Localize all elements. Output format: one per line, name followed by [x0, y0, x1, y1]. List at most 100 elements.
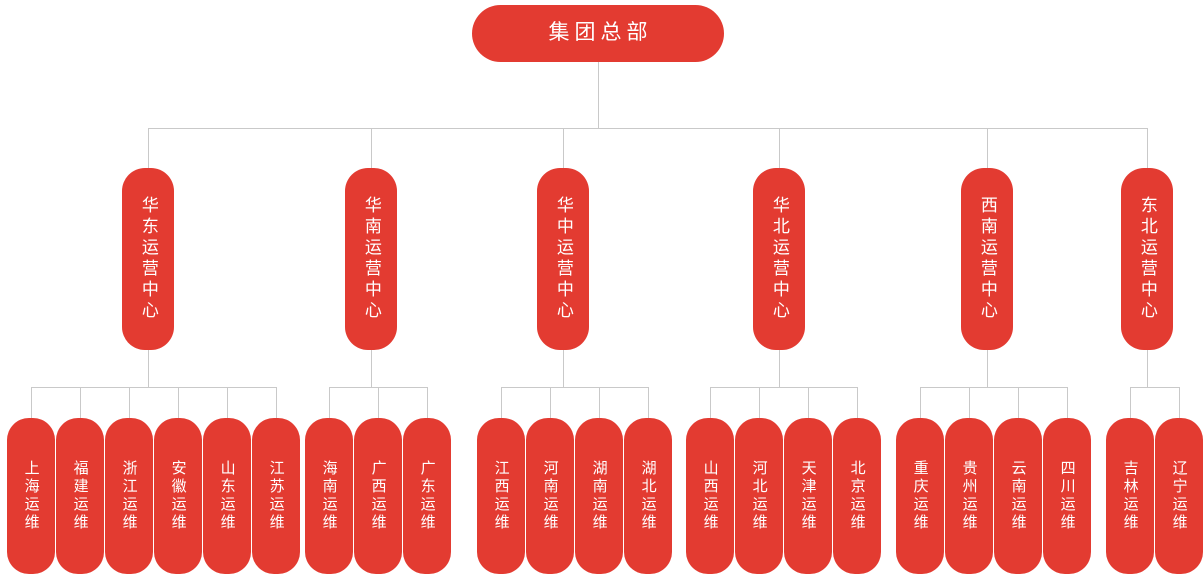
leaf-node-hainan-label: 海南运维 — [320, 460, 338, 532]
branch-drop-connector-northeast-china — [1147, 350, 1148, 387]
root-stem-connector — [598, 62, 599, 128]
branch-drop-connector-north-china — [779, 350, 780, 387]
branch-node-east-china[interactable]: 华东运营中心 — [122, 168, 174, 350]
child-bus-connector-north-china — [710, 387, 857, 388]
child-bus-connector-northeast-china — [1130, 387, 1179, 388]
child-stem-connector-tianjin — [808, 387, 809, 418]
leaf-node-shandong-label: 山东运维 — [218, 460, 236, 532]
leaf-node-yunnan[interactable]: 云南运维 — [994, 418, 1042, 574]
branch-node-northeast-china-label: 东北运营中心 — [1137, 196, 1157, 322]
leaf-node-hainan[interactable]: 海南运维 — [305, 418, 353, 574]
child-stem-connector-hubei — [648, 387, 649, 418]
leaf-node-shanghai[interactable]: 上海运维 — [7, 418, 55, 574]
child-stem-connector-hunan — [599, 387, 600, 418]
child-stem-connector-liaoning — [1179, 387, 1180, 418]
leaf-node-jilin[interactable]: 吉林运维 — [1106, 418, 1154, 574]
leaf-node-beijing[interactable]: 北京运维 — [833, 418, 881, 574]
child-stem-connector-fujian — [80, 387, 81, 418]
leaf-node-yunnan-label: 云南运维 — [1009, 460, 1027, 532]
leaf-node-jilin-label: 吉林运维 — [1121, 460, 1139, 532]
leaf-node-anhui[interactable]: 安徽运维 — [154, 418, 202, 574]
leaf-node-tianjin-label: 天津运维 — [799, 460, 817, 532]
leaf-node-shanxi-label: 山西运维 — [701, 460, 719, 532]
leaf-node-jiangsu[interactable]: 江苏运维 — [252, 418, 300, 574]
branch-drop-connector-south-china — [371, 350, 372, 387]
leaf-node-liaoning[interactable]: 辽宁运维 — [1155, 418, 1203, 574]
leaf-node-fujian[interactable]: 福建运维 — [56, 418, 104, 574]
branch-node-south-china-label: 华南运营中心 — [361, 196, 381, 322]
leaf-node-shandong[interactable]: 山东运维 — [203, 418, 251, 574]
child-stem-connector-yunnan — [1018, 387, 1019, 418]
branch-node-north-china[interactable]: 华北运营中心 — [753, 168, 805, 350]
child-stem-connector-shanghai — [31, 387, 32, 418]
branch-stem-connector-central-china — [563, 128, 564, 168]
child-bus-connector-southwest-china — [920, 387, 1067, 388]
leaf-node-jiangxi[interactable]: 江西运维 — [477, 418, 525, 574]
branch-node-southwest-china-label: 西南运营中心 — [977, 196, 997, 322]
leaf-node-tianjin[interactable]: 天津运维 — [784, 418, 832, 574]
leaf-node-guizhou[interactable]: 贵州运维 — [945, 418, 993, 574]
child-stem-connector-sichuan — [1067, 387, 1068, 418]
root-node-label: 集团总部 — [548, 21, 653, 45]
child-stem-connector-beijing — [857, 387, 858, 418]
root-node-group-hq[interactable]: 集团总部 — [472, 5, 724, 62]
leaf-node-hebei-label: 河北运维 — [750, 460, 768, 532]
child-stem-connector-henan — [550, 387, 551, 418]
branch-node-southwest-china[interactable]: 西南运营中心 — [961, 168, 1013, 350]
branch-stem-connector-southwest-china — [987, 128, 988, 168]
child-stem-connector-hebei — [759, 387, 760, 418]
leaf-node-guangxi[interactable]: 广西运维 — [354, 418, 402, 574]
child-stem-connector-zhejiang — [129, 387, 130, 418]
leaf-node-liaoning-label: 辽宁运维 — [1170, 460, 1188, 532]
branch-drop-connector-central-china — [563, 350, 564, 387]
leaf-node-zhejiang[interactable]: 浙江运维 — [105, 418, 153, 574]
child-stem-connector-shandong — [227, 387, 228, 418]
leaf-node-chongqing-label: 重庆运维 — [911, 460, 929, 532]
leaf-node-chongqing[interactable]: 重庆运维 — [896, 418, 944, 574]
branch-stem-connector-north-china — [779, 128, 780, 168]
branch-node-central-china[interactable]: 华中运营中心 — [537, 168, 589, 350]
child-bus-connector-east-china — [31, 387, 276, 388]
branch-stem-connector-south-china — [371, 128, 372, 168]
leaf-node-henan-label: 河南运维 — [541, 460, 559, 532]
child-stem-connector-hainan — [329, 387, 330, 418]
level2-bus-connector — [148, 128, 1147, 129]
branch-node-northeast-china[interactable]: 东北运营中心 — [1121, 168, 1173, 350]
branch-drop-connector-southwest-china — [987, 350, 988, 387]
branch-drop-connector-east-china — [148, 350, 149, 387]
child-stem-connector-chongqing — [920, 387, 921, 418]
leaf-node-anhui-label: 安徽运维 — [169, 460, 187, 532]
child-stem-connector-jiangxi — [501, 387, 502, 418]
child-stem-connector-guangdong — [427, 387, 428, 418]
leaf-node-jiangsu-label: 江苏运维 — [267, 460, 285, 532]
leaf-node-hebei[interactable]: 河北运维 — [735, 418, 783, 574]
leaf-node-zhejiang-label: 浙江运维 — [120, 460, 138, 532]
child-stem-connector-jiangsu — [276, 387, 277, 418]
branch-node-central-china-label: 华中运营中心 — [553, 196, 573, 322]
leaf-node-fujian-label: 福建运维 — [71, 460, 89, 532]
branch-node-east-china-label: 华东运营中心 — [138, 196, 158, 322]
leaf-node-sichuan[interactable]: 四川运维 — [1043, 418, 1091, 574]
branch-stem-connector-northeast-china — [1147, 128, 1148, 168]
branch-stem-connector-east-china — [148, 128, 149, 168]
leaf-node-guangxi-label: 广西运维 — [369, 460, 387, 532]
leaf-node-jiangxi-label: 江西运维 — [492, 460, 510, 532]
leaf-node-guangdong[interactable]: 广东运维 — [403, 418, 451, 574]
leaf-node-hunan[interactable]: 湖南运维 — [575, 418, 623, 574]
leaf-node-shanxi[interactable]: 山西运维 — [686, 418, 734, 574]
leaf-node-guangdong-label: 广东运维 — [418, 460, 436, 532]
child-stem-connector-shanxi — [710, 387, 711, 418]
leaf-node-hubei-label: 湖北运维 — [639, 460, 657, 532]
child-bus-connector-central-china — [501, 387, 648, 388]
leaf-node-hunan-label: 湖南运维 — [590, 460, 608, 532]
leaf-node-sichuan-label: 四川运维 — [1058, 460, 1076, 532]
child-stem-connector-guangxi — [378, 387, 379, 418]
leaf-node-guizhou-label: 贵州运维 — [960, 460, 978, 532]
leaf-node-henan[interactable]: 河南运维 — [526, 418, 574, 574]
leaf-node-hubei[interactable]: 湖北运维 — [624, 418, 672, 574]
branch-node-south-china[interactable]: 华南运营中心 — [345, 168, 397, 350]
branch-node-north-china-label: 华北运营中心 — [769, 196, 789, 322]
leaf-node-shanghai-label: 上海运维 — [22, 460, 40, 532]
child-stem-connector-anhui — [178, 387, 179, 418]
